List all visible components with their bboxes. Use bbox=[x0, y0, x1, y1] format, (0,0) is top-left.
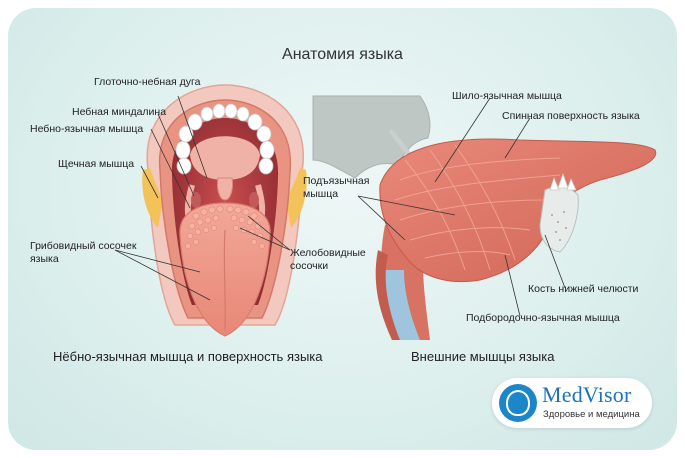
neck-strip bbox=[375, 250, 400, 340]
muscle-fibres bbox=[394, 144, 561, 271]
label-fungiform-papilla: Грибовидный сосочек языка bbox=[30, 240, 137, 265]
logo-subtitle: Здоровье и медицина bbox=[543, 409, 640, 420]
tonsil-right bbox=[249, 192, 259, 208]
label-genioglossus: Подбородочно-язычная мышца bbox=[466, 312, 620, 324]
label-dorsal-surface: Спинная поверхность языка bbox=[502, 110, 640, 122]
label-vallate-papillae: Желобовидные сосочки bbox=[290, 247, 366, 272]
mouth-illustration bbox=[142, 84, 307, 337]
right-leader-lines bbox=[357, 97, 566, 317]
right-caption: Внешние мышцы языка bbox=[411, 349, 555, 364]
left-caption: Нёбно-язычная мышца и поверхность языка bbox=[53, 349, 323, 364]
label-buccinator: Щечная мышца bbox=[58, 158, 135, 170]
tongue-body bbox=[379, 138, 657, 283]
label-pharyngopalatine-arch: Глоточно-небная дуга bbox=[94, 76, 201, 88]
tonsil-left bbox=[191, 192, 201, 208]
uvula bbox=[217, 177, 233, 201]
label-palatine-tonsil: Небная миндалина bbox=[72, 106, 167, 118]
buccinator-left bbox=[142, 168, 163, 228]
label-hyoglossus: Подъязычная мышца bbox=[303, 175, 370, 200]
buccinator-right bbox=[286, 168, 307, 228]
lower-teeth bbox=[549, 172, 577, 191]
bone-texture bbox=[551, 211, 567, 241]
left-leader-lines bbox=[114, 95, 291, 301]
logo-face-icon bbox=[506, 390, 530, 416]
palate bbox=[190, 136, 260, 180]
logo-emblem-icon bbox=[499, 384, 537, 422]
label-palatoglossus: Небно-язычная мышца bbox=[30, 123, 144, 135]
tongue-groove bbox=[223, 229, 226, 331]
label-styloglossus: Шило-язычная мышца bbox=[452, 90, 562, 102]
upper-teeth bbox=[175, 103, 275, 175]
diagram-title: Анатомия языка bbox=[282, 46, 403, 63]
label-mandible: Кость нижней челюсти bbox=[528, 283, 639, 295]
mandible bbox=[539, 186, 579, 253]
muscle-illustration bbox=[312, 95, 657, 340]
medvisor-logo[interactable]: MedVisor Здоровье и медицина bbox=[492, 378, 652, 428]
logo-brand-name: MedVisor bbox=[542, 382, 632, 407]
